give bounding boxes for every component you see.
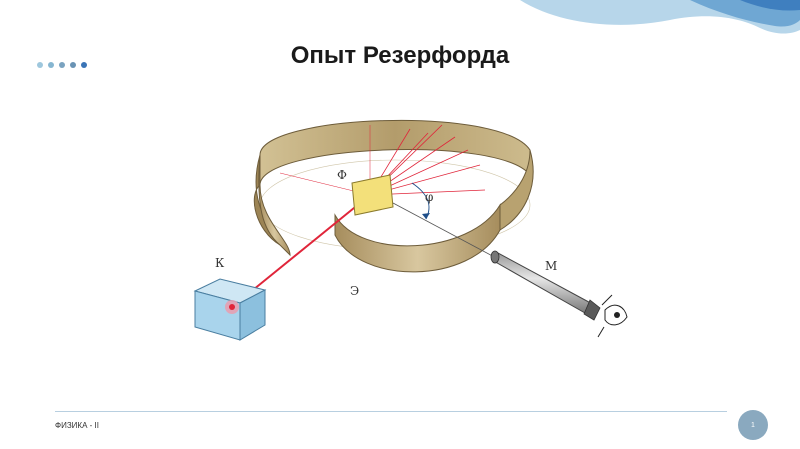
label-m: М: [545, 259, 557, 273]
label-phi: φ: [425, 190, 433, 204]
dot: [59, 62, 65, 68]
dot: [70, 62, 76, 68]
rutherford-experiment-diagram: К Ф φ Э М: [193, 119, 628, 341]
dot: [37, 62, 43, 68]
fluorescent-screen: [253, 149, 534, 273]
label-k: К: [215, 256, 225, 270]
gold-foil: [351, 174, 394, 216]
dot: [81, 62, 87, 68]
footer-course-label: ФИЗИКА - II: [55, 421, 99, 430]
decorative-dots: [37, 62, 87, 68]
angle-arrow: [422, 213, 430, 219]
label-f: Ф: [337, 168, 347, 182]
dot: [48, 62, 54, 68]
radioactive-source-box: [193, 278, 267, 341]
observation-axis: [392, 202, 501, 261]
page-number-badge: 1: [738, 410, 768, 440]
microscope: [490, 250, 601, 321]
eye-icon: [597, 294, 628, 338]
screen-back-wall: [259, 119, 531, 186]
corner-wave-decoration: [520, 0, 800, 34]
footer-divider: [55, 411, 727, 412]
page-title: Опыт Резерфорда: [290, 42, 510, 69]
label-e: Э: [350, 284, 359, 298]
